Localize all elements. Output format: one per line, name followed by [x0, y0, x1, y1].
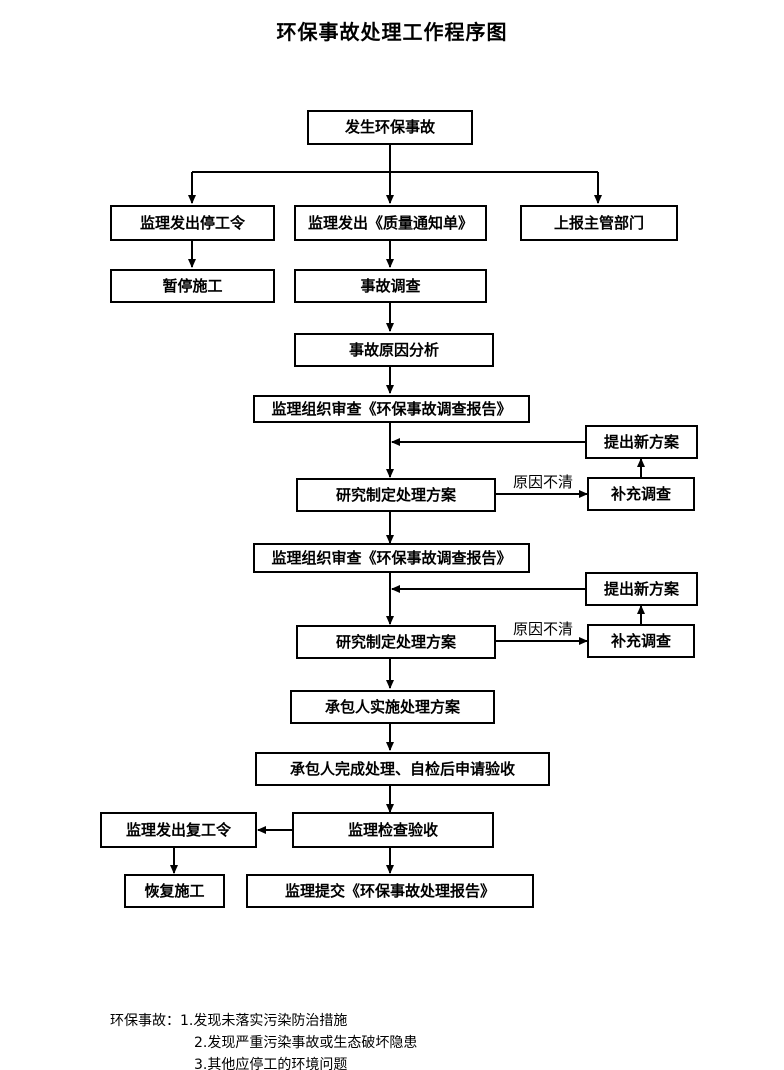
node-submit-report[interactable]: 监理提交《环保事故处理报告》 [246, 874, 534, 908]
node-review-report-1[interactable]: 监理组织审查《环保事故调查报告》 [253, 395, 530, 423]
edge-label-cause-unclear-2: 原因不清 [513, 618, 573, 639]
node-quality-notice-label: 监理发出《质量通知单》 [307, 213, 473, 232]
footnote-line-2: 2.发现严重污染事故或生态破坏隐患 [194, 1035, 418, 1051]
node-report-authority[interactable]: 上报主管部门 [520, 205, 678, 241]
node-make-plan-2[interactable]: 研究制定处理方案 [296, 625, 496, 659]
node-resume-work-label: 恢复施工 [144, 881, 205, 900]
node-contractor-execute-label: 承包人实施处理方案 [324, 697, 460, 716]
footnote-line-3: 3.其他应停工的环境问题 [194, 1057, 348, 1070]
node-new-plan-1-label: 提出新方案 [603, 432, 679, 451]
node-inspection-accept-label: 监理检查验收 [347, 820, 438, 839]
footnote-lead: 环保事故： [110, 1013, 180, 1029]
node-review-report-2-label: 监理组织审查《环保事故调查报告》 [271, 548, 512, 567]
node-stop-order[interactable]: 监理发出停工令 [110, 205, 275, 241]
node-review-report-2[interactable]: 监理组织审查《环保事故调查报告》 [253, 543, 530, 573]
node-quality-notice[interactable]: 监理发出《质量通知单》 [294, 205, 487, 241]
node-suspend-work[interactable]: 暂停施工 [110, 269, 275, 303]
node-report-authority-label: 上报主管部门 [553, 213, 644, 232]
node-resume-order[interactable]: 监理发出复工令 [100, 812, 257, 848]
node-contractor-complete[interactable]: 承包人完成处理、自检后申请验收 [255, 752, 550, 786]
edge-label-cause-unclear-1-text: 原因不清 [513, 473, 574, 491]
footnote-line-1: 环保事故：1.发现未落实污染防治措施 [110, 1010, 417, 1032]
node-cause-analysis[interactable]: 事故原因分析 [294, 333, 494, 367]
node-supplement-survey-2-label: 补充调查 [610, 631, 671, 650]
node-new-plan-2[interactable]: 提出新方案 [585, 572, 698, 606]
node-supplement-survey-1-label: 补充调查 [610, 484, 671, 503]
node-investigation[interactable]: 事故调查 [294, 269, 487, 303]
node-contractor-complete-label: 承包人完成处理、自检后申请验收 [289, 759, 515, 778]
node-make-plan-2-label: 研究制定处理方案 [335, 632, 456, 651]
page-title: 环保事故处理工作程序图 [276, 20, 508, 44]
node-resume-work[interactable]: 恢复施工 [124, 874, 225, 908]
node-supplement-survey-1[interactable]: 补充调查 [587, 477, 695, 511]
node-investigation-label: 事故调查 [360, 276, 421, 295]
node-contractor-execute[interactable]: 承包人实施处理方案 [290, 690, 495, 724]
node-new-plan-1[interactable]: 提出新方案 [585, 425, 698, 459]
node-cause-analysis-label: 事故原因分析 [348, 340, 439, 359]
node-make-plan-1-label: 研究制定处理方案 [335, 485, 456, 504]
node-inspection-accept[interactable]: 监理检查验收 [292, 812, 494, 848]
node-review-report-1-label: 监理组织审查《环保事故调查报告》 [271, 399, 512, 418]
node-supplement-survey-2[interactable]: 补充调查 [587, 624, 695, 658]
node-submit-report-label: 监理提交《环保事故处理报告》 [284, 881, 495, 900]
node-stop-order-label: 监理发出停工令 [139, 213, 245, 232]
footnote-block: 环保事故：1.发现未落实污染防治措施 2.发现严重污染事故或生态破坏隐患 3.其… [110, 1010, 417, 1070]
node-new-plan-2-label: 提出新方案 [603, 579, 679, 598]
node-incident-label: 发生环保事故 [344, 118, 435, 136]
edge-label-cause-unclear-1: 原因不清 [513, 471, 573, 492]
node-make-plan-1[interactable]: 研究制定处理方案 [296, 478, 496, 512]
node-incident[interactable]: 发生环保事故 [307, 110, 473, 145]
node-suspend-work-label: 暂停施工 [162, 276, 223, 295]
node-resume-order-label: 监理发出复工令 [125, 820, 231, 839]
edge-label-cause-unclear-2-text: 原因不清 [513, 620, 574, 638]
footnote-item-1: 1.发现未落实污染防治措施 [180, 1013, 348, 1029]
